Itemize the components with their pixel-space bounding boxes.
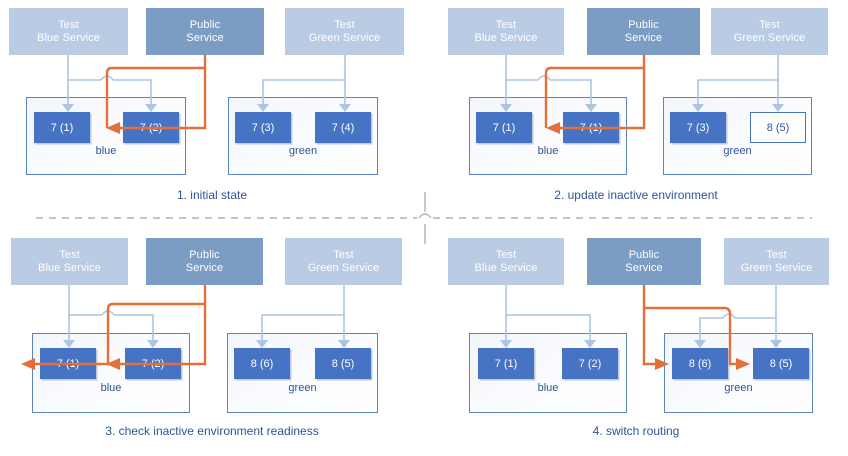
environment-label-green: green (288, 145, 318, 157)
node-green-1: 7 (3) (235, 112, 291, 143)
service-label-line2: Service (624, 31, 663, 44)
service-label-line1: Public (628, 18, 659, 31)
environment-label-green: green (723, 145, 752, 157)
node-green-2: 8 (5) (750, 112, 806, 143)
panel-caption: 2. update inactive environment (554, 188, 718, 202)
node-green-2: 7 (4) (315, 112, 371, 143)
node-green-2: 8 (5) (315, 348, 371, 379)
environment-label-green: green (288, 382, 317, 394)
service-label-line1: Test (59, 248, 80, 261)
environment-label-blue: blue (100, 382, 122, 394)
environment-label-blue: blue (537, 145, 559, 157)
node-blue-1: 7 (1) (476, 112, 532, 143)
service-label-line2: Blue Service (474, 31, 538, 44)
node-blue-1: 7 (1) (478, 348, 534, 379)
service-label-line2: Service (186, 31, 224, 44)
service-label-line2: Green Service (740, 261, 813, 274)
service-label-line2: Green Service (308, 31, 381, 44)
service-label-line1: Test (495, 248, 517, 261)
service-label-line2: Blue Service (37, 31, 100, 44)
service-label-line1: Public (189, 248, 220, 261)
node-blue-1: 7 (1) (34, 112, 90, 143)
service-label-line1: Test (495, 18, 517, 31)
panel-caption: 3. check inactive environment readiness (105, 424, 319, 438)
service-label-line1: Public (189, 18, 221, 31)
service-label-line2: Service (185, 261, 224, 274)
service-label-line1: Public (628, 248, 660, 261)
service-label-line1: Test (334, 18, 355, 31)
service-label-line1: Test (759, 18, 780, 31)
service-label-line2: Service (625, 261, 663, 274)
service-label-line1: Test (333, 248, 354, 261)
node-green-1: 8 (6) (672, 348, 728, 379)
node-green-2: 8 (5) (753, 348, 809, 379)
connectors-panel-1 (62, 55, 351, 134)
connectors-panel-2 (500, 55, 784, 134)
service-label-line1: Test (766, 248, 787, 261)
node-green-1: 7 (3) (670, 112, 726, 143)
connectors-panel-3 (21, 285, 350, 370)
connectors-panel-4 (500, 285, 782, 370)
service-label-line2: Blue Service (474, 261, 538, 274)
environment-label-blue: blue (95, 145, 117, 157)
node-green-1: 8 (6) (234, 348, 290, 379)
service-label-line2: Blue Service (38, 261, 101, 274)
environment-label-green: green (724, 382, 753, 394)
node-blue-2: 7 (2) (562, 348, 618, 379)
panel-caption: 4. switch routing (592, 424, 680, 438)
panel-caption: 1. initial state (176, 188, 248, 202)
service-label-line2: Green Service (307, 261, 380, 274)
environment-label-blue: blue (537, 382, 559, 394)
service-label-line2: Green Service (733, 31, 806, 44)
service-label-line1: Test (58, 18, 79, 31)
